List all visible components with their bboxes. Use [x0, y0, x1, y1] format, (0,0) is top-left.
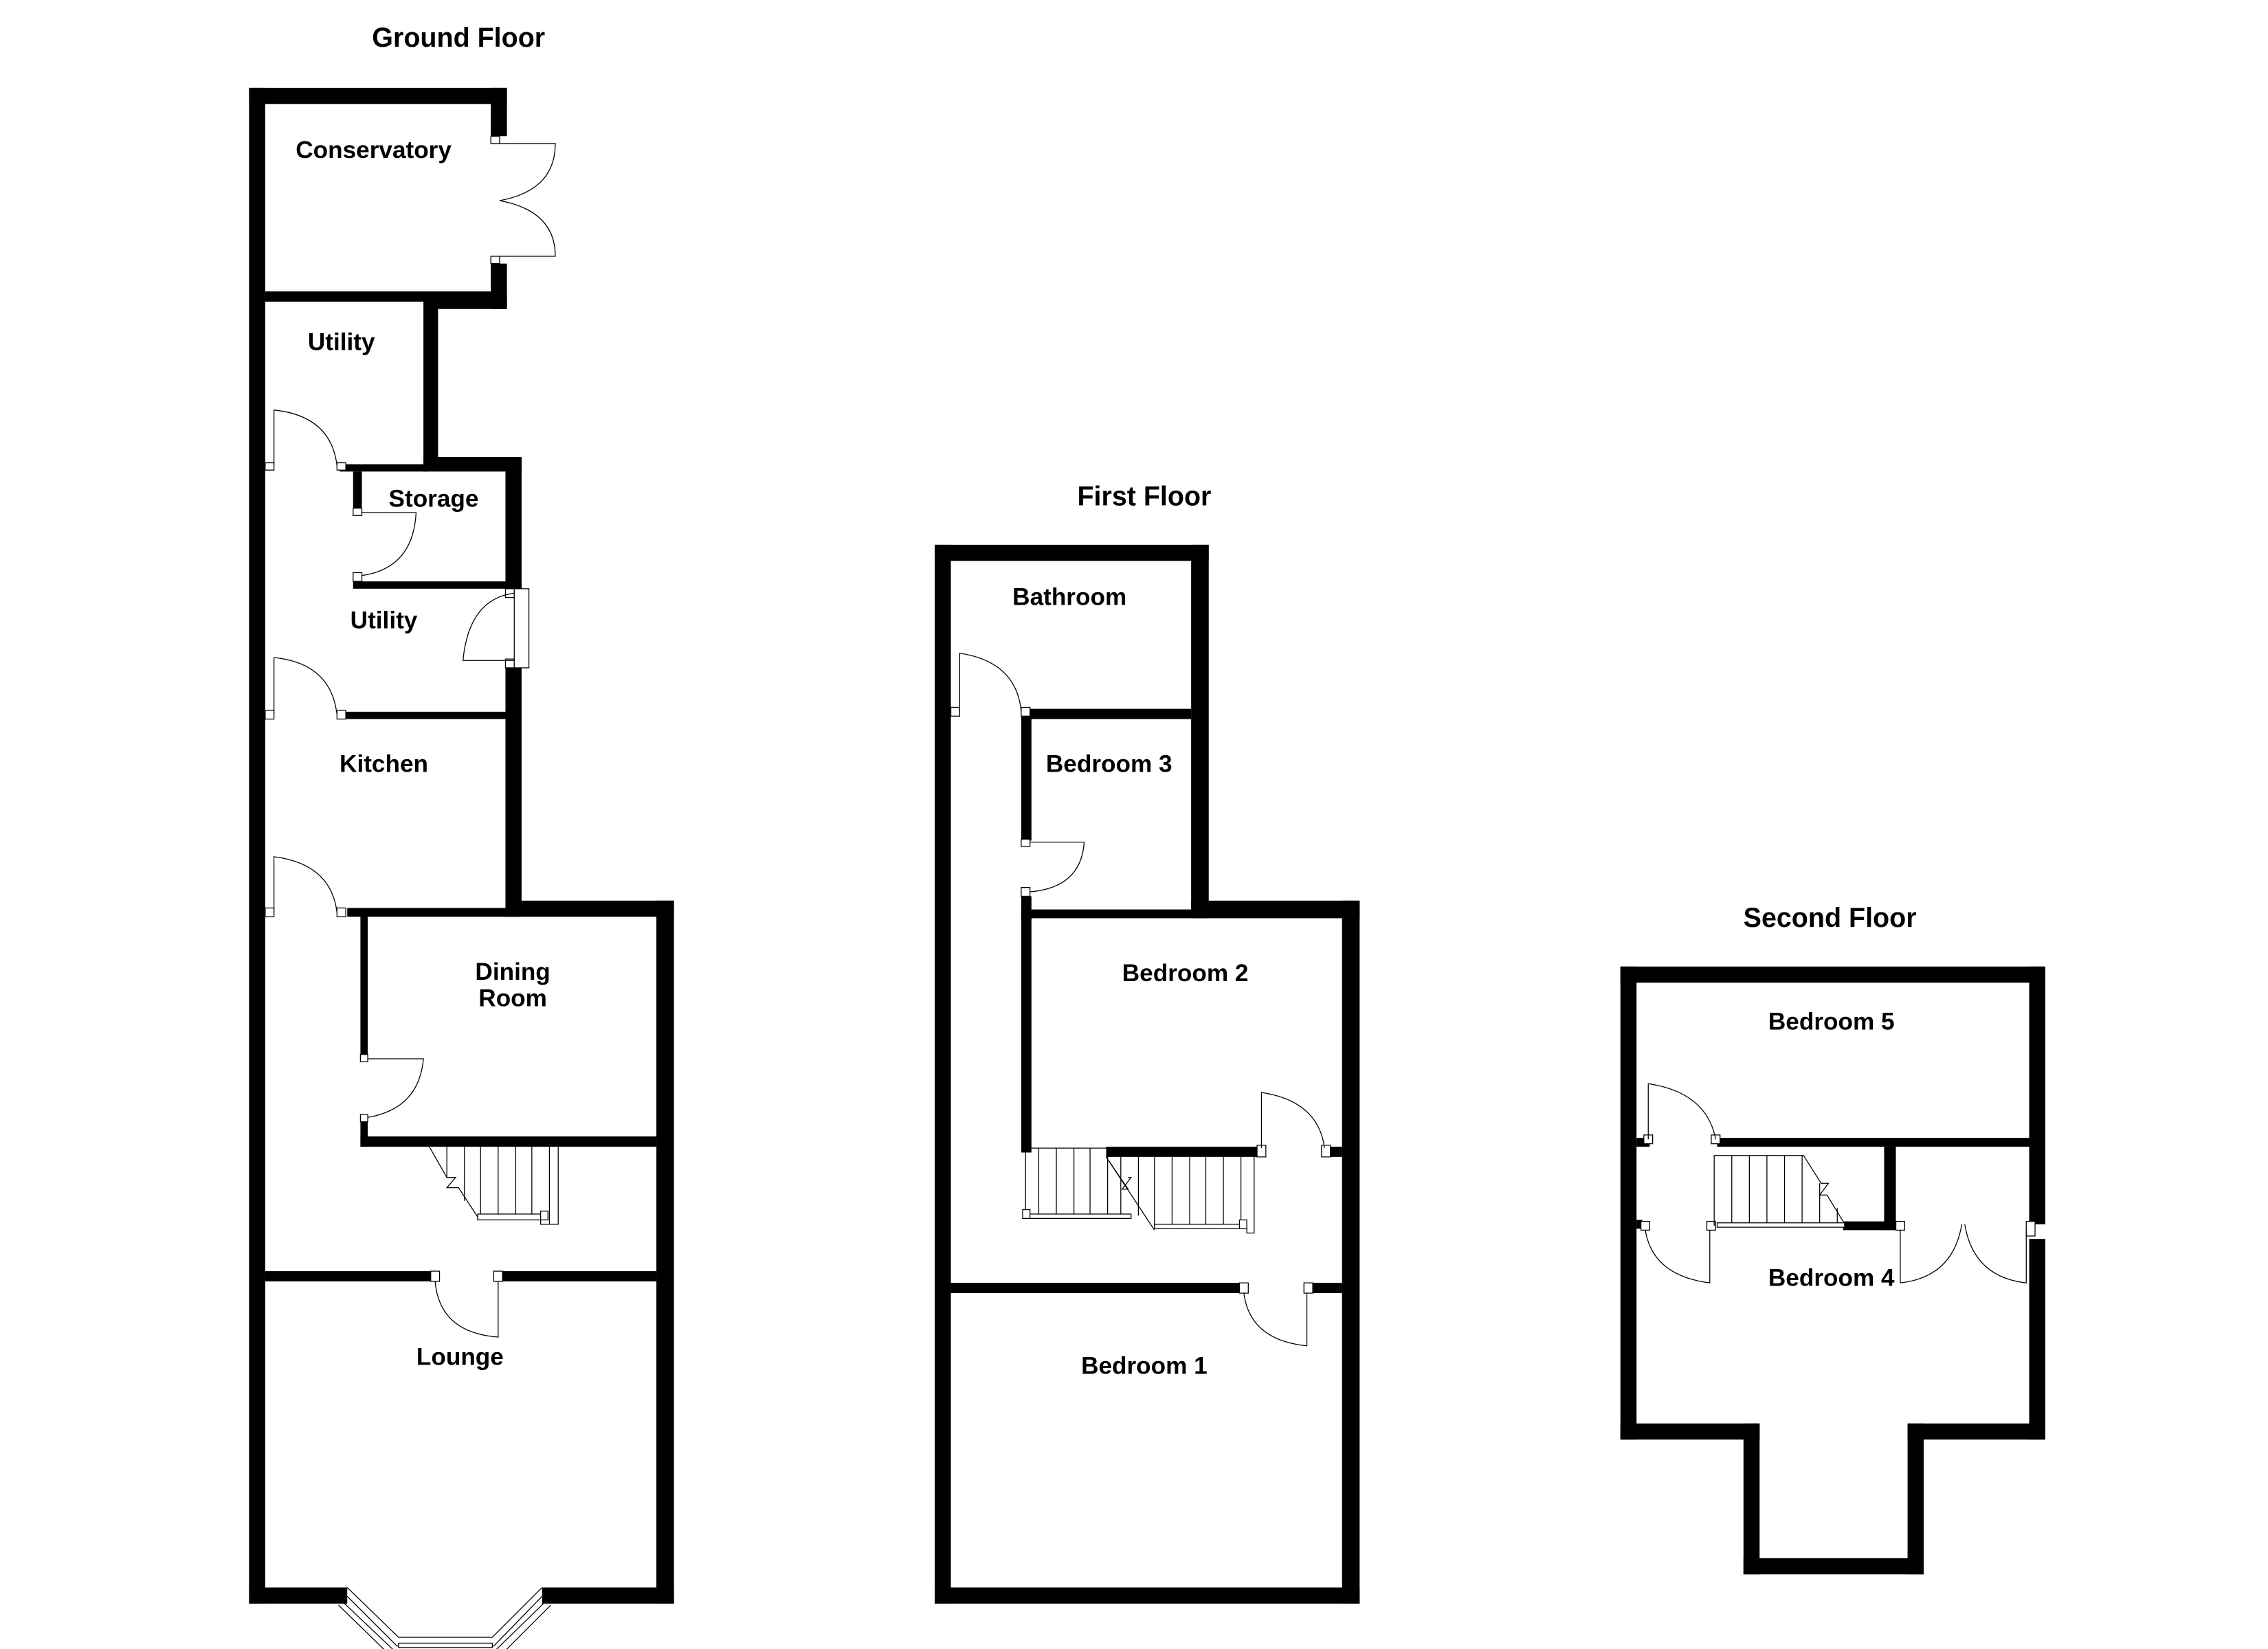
first-floor-title: First Floor [1077, 481, 1211, 511]
room-label-bedroom-4: Bedroom 4 [1768, 1264, 1895, 1291]
ground-floor-walls [249, 87, 674, 1604]
bedroom-3-door [1021, 838, 1085, 897]
bedroom-4-door-left [1640, 1220, 1716, 1283]
first-floor-staircase [1022, 1147, 1255, 1234]
storage-door [353, 507, 417, 582]
hallway-door [265, 856, 346, 917]
first-floor: First Floor [935, 481, 1360, 1604]
bedroom-2-door [1256, 1092, 1331, 1158]
conservatory-french-doors [490, 135, 556, 265]
room-label-bedroom-1: Bedroom 1 [1081, 1352, 1208, 1379]
dining-room-door [359, 1053, 424, 1123]
second-floor-title: Second Floor [1744, 903, 1917, 933]
second-floor-staircase [1713, 1155, 1845, 1228]
room-label-conservatory: Conservatory [296, 137, 452, 164]
room-label-storage: Storage [389, 485, 479, 512]
ground-floor-title: Ground Floor [372, 23, 545, 53]
second-floor: Second Floor [1620, 903, 2045, 1575]
room-label-bedroom-2: Bedroom 2 [1122, 960, 1249, 987]
room-label-utility-lower: Utility [351, 607, 418, 633]
kitchen-door [265, 657, 346, 720]
first-floor-walls [935, 544, 1360, 1604]
room-label-dining-room-line1: Dining [475, 958, 550, 985]
bedroom-5-door [1643, 1083, 1721, 1145]
room-label-bedroom-5: Bedroom 5 [1768, 1008, 1895, 1035]
side-door [462, 588, 530, 669]
bedroom-4-double-doors [1895, 1220, 2036, 1283]
lounge-door [430, 1270, 503, 1338]
room-label-utility-upper: Utility [308, 328, 375, 355]
room-label-dining-room-line2: Room [478, 985, 547, 1011]
ground-floor: Ground Floor [249, 23, 674, 1649]
utility-door [265, 410, 346, 471]
ground-floor-staircase [429, 1146, 559, 1225]
second-floor-walls [1620, 966, 2045, 1575]
room-label-lounge: Lounge [416, 1344, 504, 1371]
bedroom-1-door [1238, 1282, 1313, 1347]
room-label-bedroom-3: Bedroom 3 [1046, 750, 1172, 777]
room-label-bathroom: Bathroom [1012, 583, 1126, 610]
bay-window [337, 1587, 552, 1649]
room-label-kitchen: Kitchen [340, 750, 428, 777]
bathroom-door [950, 652, 1031, 717]
